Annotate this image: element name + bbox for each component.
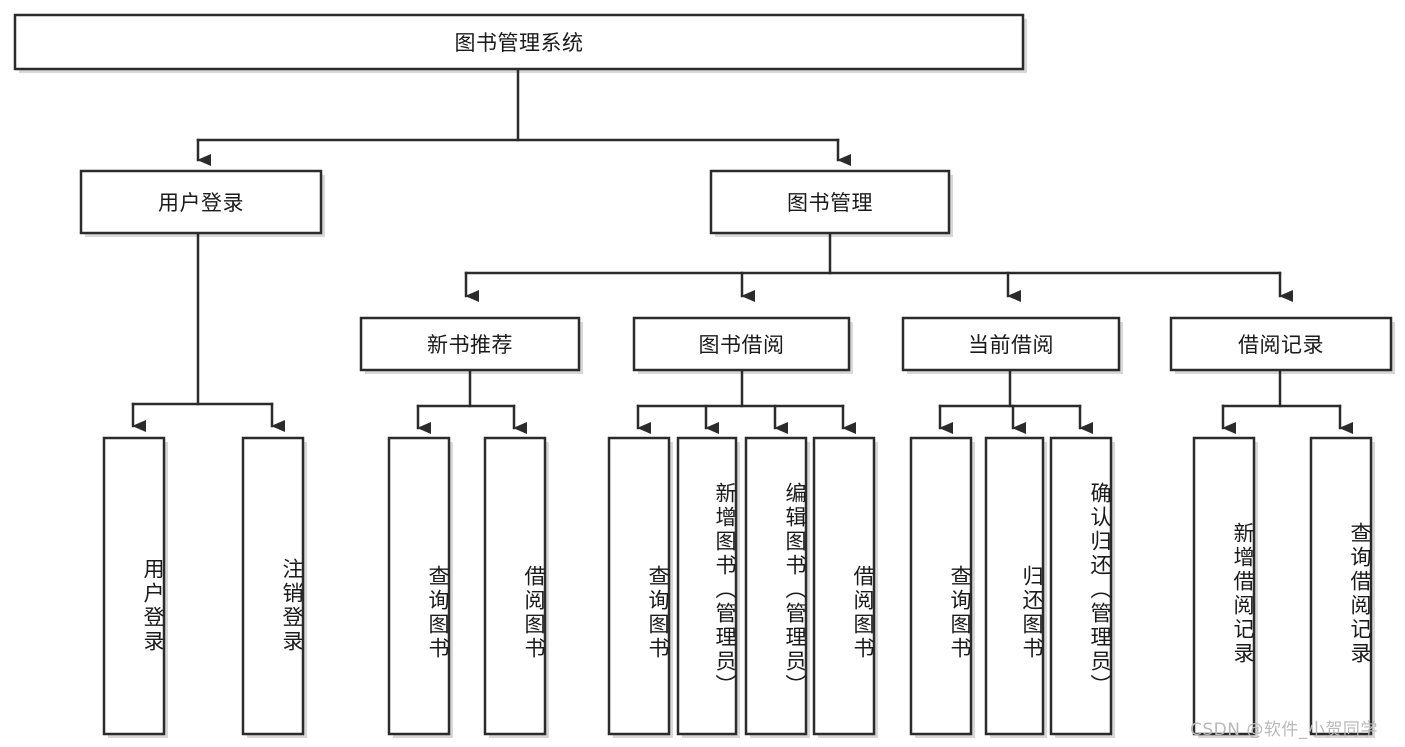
leaf-book-borrow-0: [607, 436, 671, 736]
leaf-new-book-1: [483, 436, 547, 736]
connector-lines: [131, 66, 1353, 434]
leaf-new-book-0: [387, 436, 451, 736]
node-book-borrow: [632, 316, 851, 372]
leaf-current-borrow-2: [1049, 436, 1113, 736]
leaf-book-borrow-3: [812, 436, 876, 736]
node-book-manage: [709, 169, 951, 235]
node-new-book-recommend: [359, 316, 581, 372]
csdn-watermark: CSDN @软件_小贺同学: [1190, 720, 1378, 740]
node-borrow-record: [1169, 316, 1393, 372]
node-current-borrow: [901, 316, 1121, 372]
leaf-current-borrow-0: [909, 436, 973, 736]
leaf-user-login-0: [102, 436, 166, 736]
node-user-login: [79, 169, 323, 235]
leaf-borrow-record-0: [1192, 436, 1256, 736]
leaf-borrow-record-1: [1309, 436, 1373, 736]
leaf-book-borrow-1: [676, 436, 738, 736]
leaf-user-login-1: [241, 436, 305, 736]
leaf-current-borrow-1: [984, 436, 1045, 736]
node-root: [13, 13, 1025, 71]
leaf-book-borrow-2: [744, 436, 808, 736]
node-boxes: [13, 13, 1393, 736]
